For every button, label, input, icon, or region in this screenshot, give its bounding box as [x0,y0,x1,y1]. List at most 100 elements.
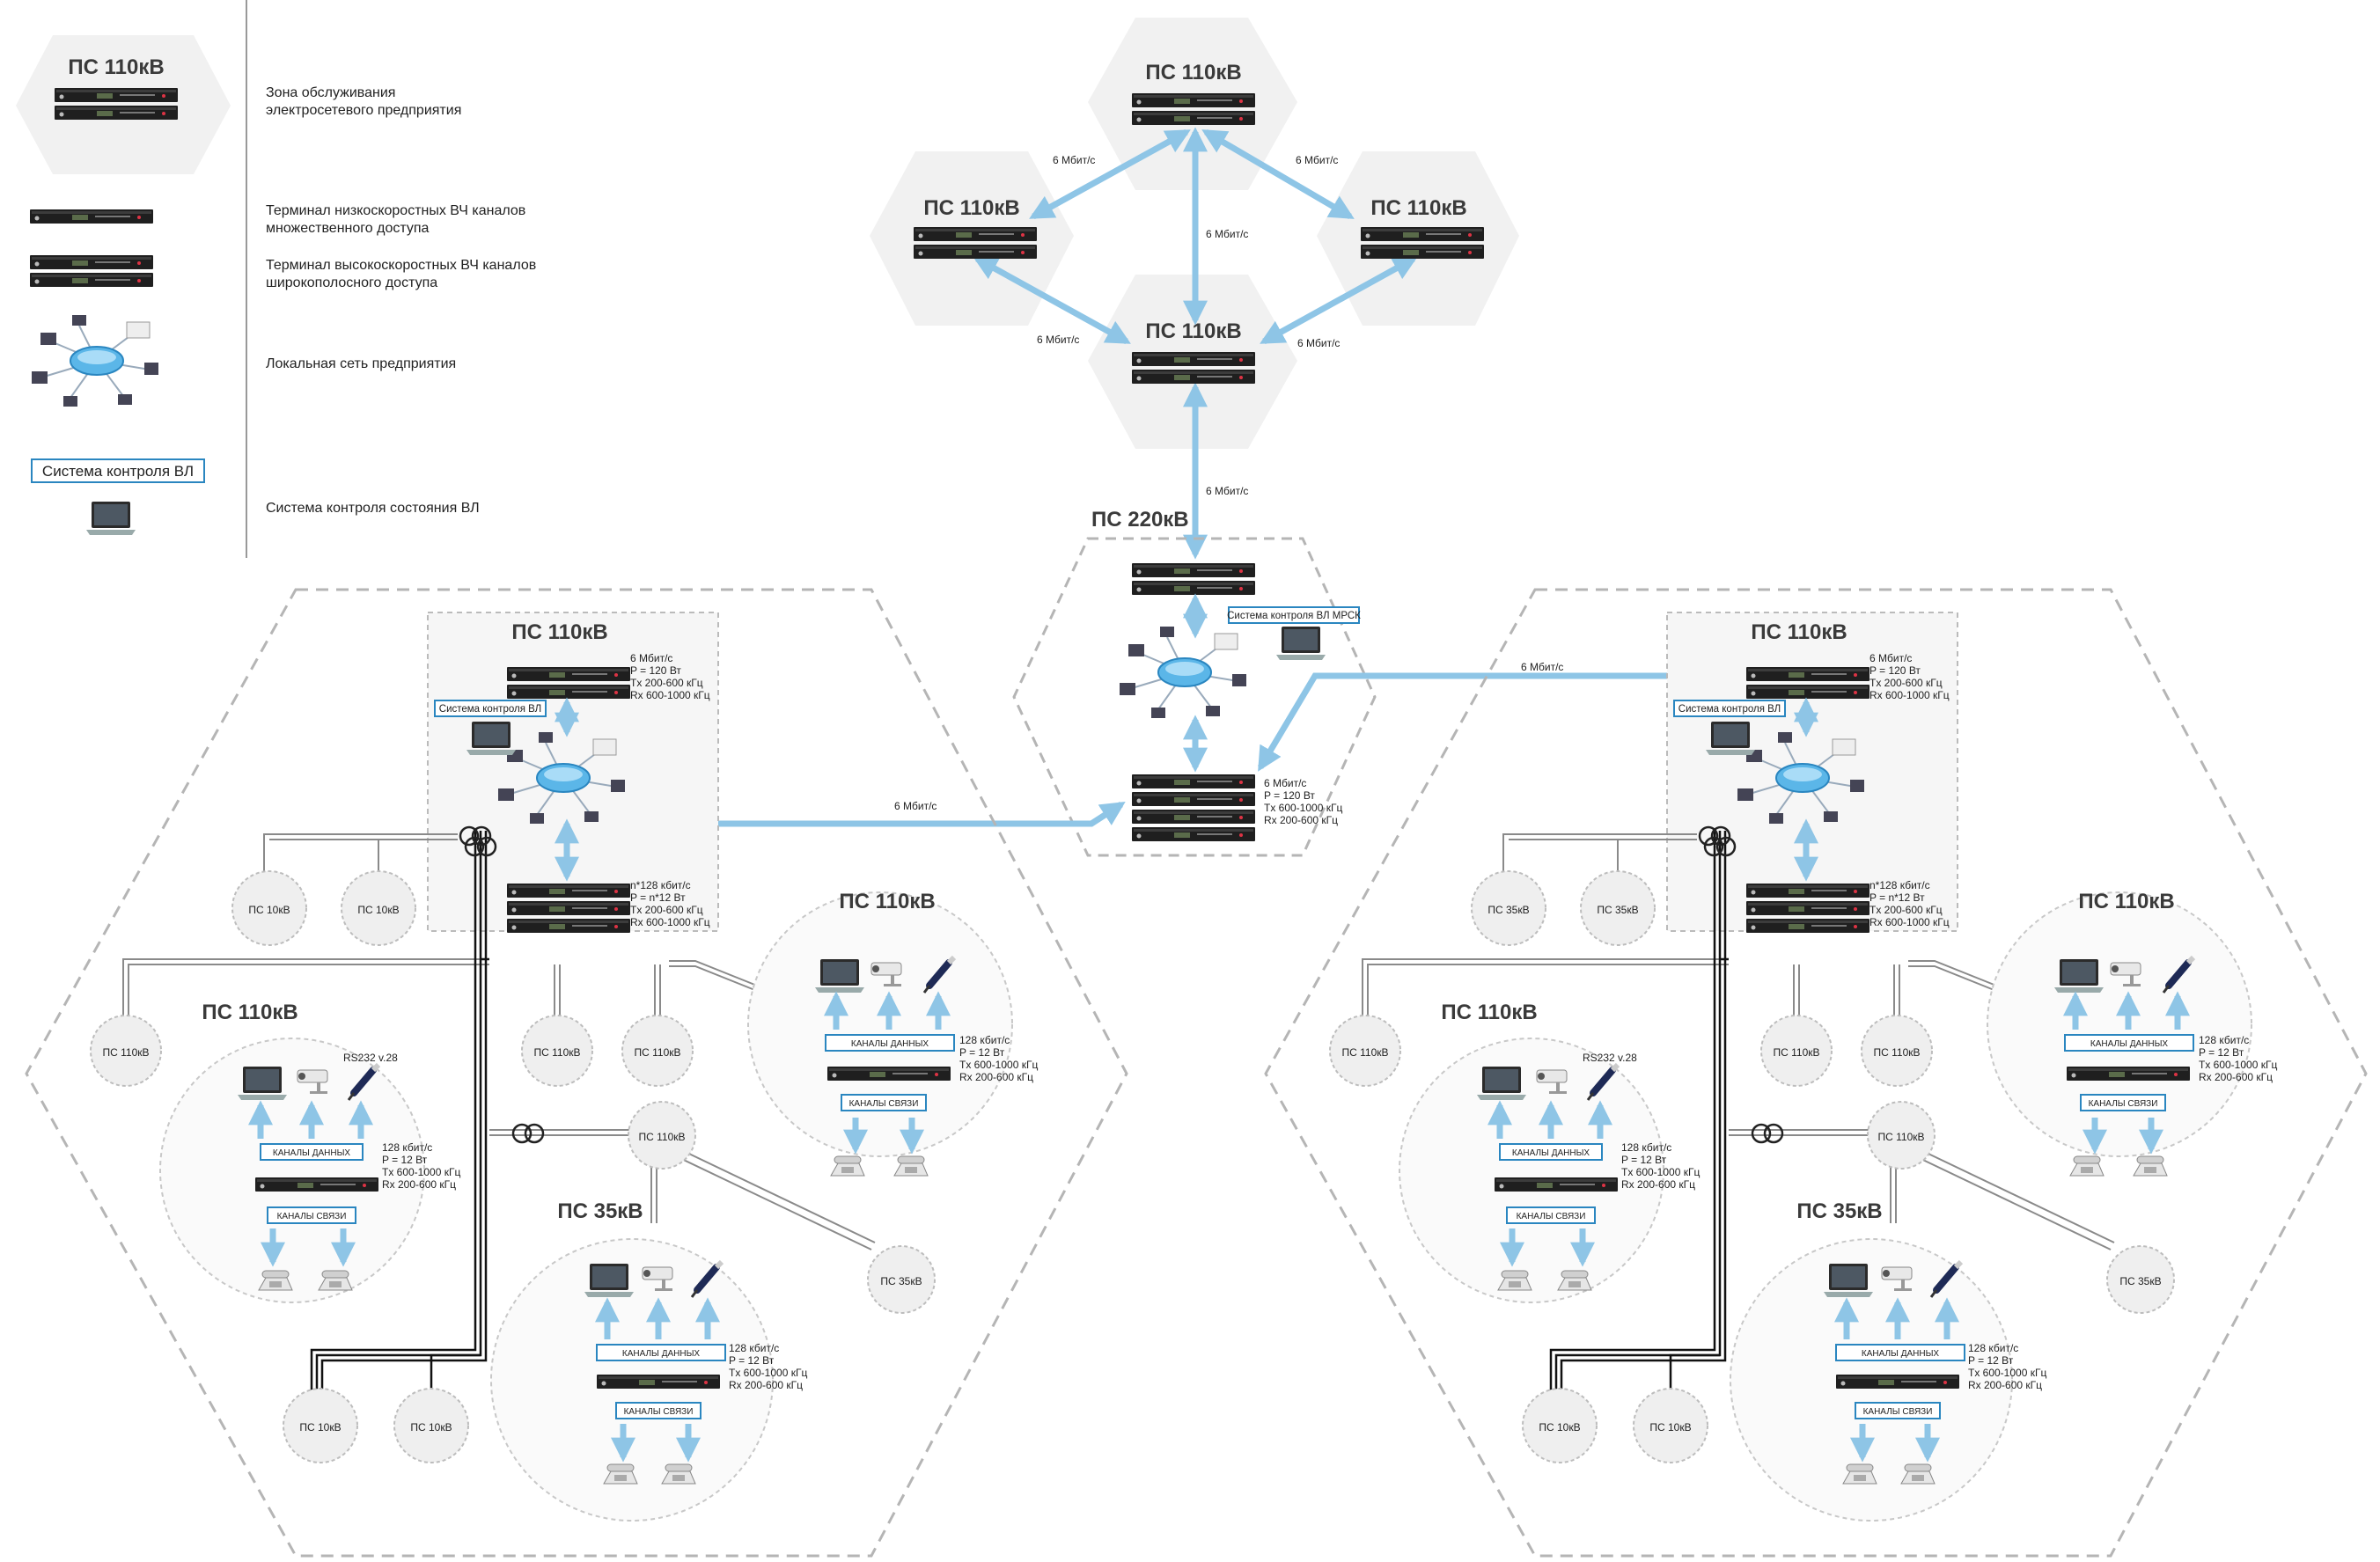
right-spec-c-2: Tx 600-1000 кГц [1968,1367,2046,1379]
right-sub35-data: КАНАЛЫ ДАННЫХ [1862,1349,1940,1359]
legend: ПС 110кВ Зона обслуживания электросетево… [16,0,536,558]
legend-vl-box [31,458,205,483]
legend-vl-state: Система контроля состояния ВЛ [266,501,480,516]
top-ps-east: ПС 110кВ [1370,196,1466,220]
left-spec-c-1: P = 12 Вт [729,1354,775,1367]
region-right-labels: ПС 110кВ 6 Мбит/с P = 120 Вт Tx 200-600 … [1341,620,2277,1434]
right-small-f: ПС 110кВ [1877,1131,1924,1143]
left-small-e: ПС 110кВ [634,1046,680,1059]
right-small-g: ПС 35кВ [2119,1275,2161,1287]
right-sub35-comm: КАНАЛЫ СВЯЗИ [1863,1407,1933,1417]
left-spec-bottom-2: Tx 200-600 кГц [630,904,703,916]
right-spec-c-0: 128 кбит/с [1968,1342,2018,1354]
right-small-e: ПС 110кВ [1873,1046,1920,1059]
center-ps220: ПС 220кВ Система контроля ВЛ МРСК 6 Мбит… [1012,508,1377,857]
left-sub110a-title: ПС 110кВ [202,1001,298,1024]
right-spec-top-2: Tx 200-600 кГц [1869,677,1943,689]
left-sub35-data: КАНАЛЫ ДАННЫХ [622,1349,701,1359]
center-spec-1: P = 120 Вт [1264,789,1315,802]
top-ps-center: ПС 110кВ [1145,319,1241,343]
left-sub110a-data: КАНАЛЫ ДАННЫХ [273,1148,351,1158]
left-sub110b-data: КАНАЛЫ ДАННЫХ [851,1039,929,1049]
center-mrsk-label: Система контроля ВЛ МРСК [1227,611,1361,621]
left-spec-top-1: P = 120 Вт [630,664,681,677]
legend-zone-desc-2: электросетевого предприятия [266,103,461,118]
left-spec-bottom-1: P = n*12 Вт [630,891,686,904]
left-rs232: RS232 v.28 [343,1052,398,1064]
right-small-d: ПС 110кВ [1773,1046,1819,1059]
top-link-mid: 6 Мбит/с [1206,228,1248,240]
center-spec-0: 6 Мбит/с [1264,777,1306,789]
left-spec-c-2: Tx 600-1000 кГц [729,1367,807,1379]
left-spec-c-3: Rx 200-600 кГц [729,1379,803,1391]
top-link-nw: 6 Мбит/с [1053,154,1095,166]
right-spec-a-3: Rx 200-600 кГц [1621,1178,1695,1191]
right-sub110b-data: КАНАЛЫ ДАННЫХ [2090,1039,2169,1049]
left-small-g: ПС 35кВ [880,1275,922,1287]
top-cluster: ПС 110кВ ПС 110кВ ПС 110кВ ПС 110кВ 6 Мб… [870,18,1519,560]
left-spec-bottom-0: n*128 кбит/с [630,879,691,891]
left-small-h: ПС 10кВ [299,1421,341,1434]
left-small-f: ПС 110кВ [638,1131,685,1143]
center-spec-3: Rx 200-600 кГц [1264,814,1338,826]
right-spec-a-1: P = 12 Вт [1621,1154,1667,1166]
right-spec-b-1: P = 12 Вт [2199,1046,2244,1059]
top-ps-north: ПС 110кВ [1145,61,1241,84]
legend-zone-title: ПС 110кВ [68,55,164,79]
left-spec-a-0: 128 кбит/с [382,1141,432,1154]
left-sub110a-comm: КАНАЛЫ СВЯЗИ [277,1212,347,1221]
right-small-b: ПС 35кВ [1597,904,1638,916]
left-sub110b-title: ПС 110кВ [839,890,935,913]
top-link-se: 6 Мбит/с [1297,337,1340,349]
right-spec-b-3: Rx 200-600 кГц [2199,1071,2273,1083]
left-sub110b-comm: КАНАЛЫ СВЯЗИ [849,1099,919,1109]
right-spec-a-2: Tx 600-1000 кГц [1621,1166,1700,1178]
right-spec-c-3: Rx 200-600 кГц [1968,1379,2042,1391]
center-spec-2: Tx 600-1000 кГц [1264,802,1342,814]
right-spec-bottom-3: Rx 600-1000 кГц [1869,916,1950,928]
legend-lowspeed-2: множественного доступа [266,221,430,236]
right-sub110a-comm: КАНАЛЫ СВЯЗИ [1517,1212,1586,1221]
left-small-d: ПС 110кВ [533,1046,580,1059]
right-link-label: 6 Мбит/с [1521,661,1563,673]
left-spec-top-2: Tx 200-600 кГц [630,677,703,689]
right-spec-top-1: P = 120 Вт [1869,664,1921,677]
right-spec-b-0: 128 кбит/с [2199,1034,2249,1046]
left-spec-top-0: 6 Мбит/с [630,652,672,664]
left-spec-b-1: P = 12 Вт [959,1046,1005,1059]
left-spec-top-3: Rx 600-1000 кГц [630,689,710,701]
left-sub35-comm: КАНАЛЫ СВЯЗИ [624,1407,694,1417]
right-small-c: ПС 110кВ [1341,1046,1388,1059]
right-sub110b-title: ПС 110кВ [2078,890,2174,913]
left-spec-bottom-3: Rx 600-1000 кГц [630,916,710,928]
center-title: ПС 220кВ [1091,508,1189,532]
left-spec-b-0: 128 кбит/с [959,1034,1010,1046]
right-small-a: ПС 35кВ [1488,904,1529,916]
legend-highspeed-1: Терминал высокоскоростных ВЧ каналов [266,258,536,273]
left-spec-b-3: Rx 200-600 кГц [959,1071,1033,1083]
right-spec-bottom-1: P = n*12 Вт [1869,891,1925,904]
right-spec-bottom-2: Tx 200-600 кГц [1869,904,1943,916]
region-left-labels: ПС 110кВ 6 Мбит/с P = 120 Вт Tx 200-600 … [102,620,1038,1434]
left-spec-b-2: Tx 600-1000 кГц [959,1059,1038,1071]
right-sub110a-title: ПС 110кВ [1441,1001,1537,1024]
right-small-i: ПС 10кВ [1649,1421,1691,1434]
left-small-a: ПС 10кВ [248,904,290,916]
right-spec-top-0: 6 Мбит/с [1869,652,1912,664]
right-spec-b-2: Tx 600-1000 кГц [2199,1059,2277,1071]
legend-lan: Локальная сеть предприятия [266,356,456,371]
right-sub110b-comm: КАНАЛЫ СВЯЗИ [2089,1099,2158,1109]
left-main-ps: ПС 110кВ [511,620,607,644]
legend-highspeed-2: широкополосного доступа [266,275,437,290]
right-small-h: ПС 10кВ [1539,1421,1580,1434]
right-main-ps: ПС 110кВ [1751,620,1847,644]
left-vl-label: Система контроля ВЛ [439,704,541,715]
right-vl-label: Система контроля ВЛ [1678,704,1781,715]
right-spec-c-1: P = 12 Вт [1968,1354,2014,1367]
top-link-sw: 6 Мбит/с [1037,334,1079,346]
left-small-i: ПС 10кВ [410,1421,452,1434]
right-sub110a-data: КАНАЛЫ ДАННЫХ [1512,1148,1590,1158]
left-spec-c-0: 128 кбит/с [729,1342,779,1354]
right-spec-a-0: 128 кбит/с [1621,1141,1671,1154]
